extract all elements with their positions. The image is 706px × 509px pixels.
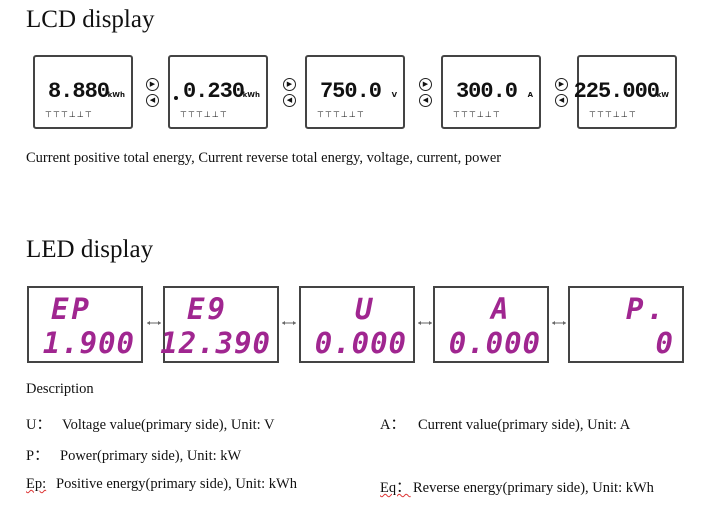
led-value: 0.000 bbox=[448, 326, 541, 360]
back-arrow-icon: ◀ bbox=[419, 94, 432, 107]
forward-arrow-icon: ▶ bbox=[555, 78, 568, 91]
forward-arrow-icon: ▶ bbox=[419, 78, 432, 91]
led-label: E9 bbox=[187, 292, 228, 326]
forward-arrow-icon: ▶ bbox=[283, 78, 296, 91]
lcd-indicators: ⊤⊤⊤⊥⊥⊤ bbox=[180, 110, 228, 119]
lcd-indicators: ⊤⊤⊤⊥⊥⊤ bbox=[317, 110, 365, 119]
lcd-unit: kWh bbox=[107, 91, 125, 99]
connector-arrow-icon bbox=[281, 320, 297, 326]
description-text: Voltage value(primary side), Unit: V bbox=[62, 417, 275, 433]
lcd-unit: kW bbox=[656, 91, 669, 99]
lcd-nav-buttons: ▶ ◀ bbox=[555, 78, 569, 110]
description-text: Reverse energy(primary side), Unit: kWh bbox=[413, 480, 654, 496]
led-panel-voltage: U 0.000 bbox=[299, 286, 415, 363]
led-section-title: LED display bbox=[26, 236, 154, 263]
back-arrow-icon: ◀ bbox=[555, 94, 568, 107]
back-arrow-icon: ◀ bbox=[146, 94, 159, 107]
lcd-value: 300.0 bbox=[455, 79, 518, 104]
description-positive-energy: Ep: Positive energy(primary side), Unit: … bbox=[26, 476, 297, 493]
led-panel-positive-energy: EP 1.900 bbox=[27, 286, 143, 363]
description-symbol: Ep: bbox=[26, 476, 47, 492]
lcd-unit: A bbox=[527, 91, 533, 99]
lcd-panel-positive-energy: 8.880 kWh ⊤⊤⊤⊥⊥⊤ bbox=[33, 55, 133, 129]
lcd-panel-current: 300.0 A ⊤⊤⊤⊥⊥⊤ bbox=[441, 55, 541, 129]
lcd-indicators: ⊤⊤⊤⊥⊥⊤ bbox=[45, 110, 93, 119]
lcd-nav-buttons: ▶ ◀ bbox=[419, 78, 433, 110]
lcd-value: 0.230 bbox=[182, 79, 245, 104]
lcd-indicators: ⊤⊤⊤⊥⊥⊤ bbox=[453, 110, 501, 119]
description-title: Description bbox=[26, 381, 94, 397]
led-value: 0 bbox=[655, 326, 674, 360]
led-value: 12.390 bbox=[160, 326, 271, 360]
connector-arrow-icon bbox=[146, 320, 162, 326]
description-text: Power(primary side), Unit: kW bbox=[60, 448, 242, 464]
forward-arrow-icon: ▶ bbox=[146, 78, 159, 91]
led-label: A bbox=[491, 292, 512, 326]
description-symbol: U： bbox=[26, 417, 51, 433]
led-panel-reverse-energy: E9 12.390 bbox=[160, 286, 279, 363]
led-value: 0.000 bbox=[314, 326, 407, 360]
lcd-unit: V bbox=[391, 91, 397, 99]
description-current: A： Current value(primary side), Unit: A bbox=[380, 413, 630, 434]
connector-arrow-icon bbox=[417, 320, 433, 326]
lcd-panel-reverse-energy: 0.230 kWh ⊤⊤⊤⊥⊥⊤ bbox=[168, 55, 268, 129]
lcd-indicators: ⊤⊤⊤⊥⊥⊤ bbox=[589, 110, 637, 119]
description-symbol: Eq： bbox=[380, 480, 411, 496]
led-panel-power: P. 0 bbox=[568, 286, 684, 363]
back-arrow-icon: ◀ bbox=[283, 94, 296, 107]
description-text: Positive energy(primary side), Unit: kWh bbox=[56, 476, 297, 492]
led-label: EP bbox=[51, 292, 92, 326]
description-text: Current value(primary side), Unit: A bbox=[418, 417, 631, 433]
led-label: U bbox=[355, 292, 376, 326]
connector-arrow-icon bbox=[551, 320, 567, 326]
description-symbol: A： bbox=[380, 417, 405, 433]
led-panel-current: A 0.000 bbox=[433, 286, 549, 363]
lcd-panel-voltage: 750.0 V ⊤⊤⊤⊥⊥⊤ bbox=[305, 55, 405, 129]
description-voltage: U： Voltage value(primary side), Unit: V bbox=[26, 413, 275, 434]
led-label: P. bbox=[626, 292, 667, 326]
lcd-nav-buttons: ▶ ◀ bbox=[283, 78, 297, 110]
lcd-value: 750.0 bbox=[319, 79, 382, 104]
lcd-unit: kWh bbox=[242, 91, 260, 99]
lcd-dot bbox=[174, 96, 178, 100]
description-symbol: P： bbox=[26, 448, 49, 464]
description-reverse-energy: Eq：Reverse energy(primary side), Unit: k… bbox=[380, 476, 654, 497]
led-value: 1.900 bbox=[42, 326, 135, 360]
lcd-value: 8.880 bbox=[47, 79, 110, 104]
lcd-value: 225.000 bbox=[573, 79, 660, 104]
lcd-panel-power: 225.000 kW ⊤⊤⊤⊥⊥⊤ bbox=[573, 55, 677, 129]
lcd-section-title: LCD display bbox=[26, 6, 155, 33]
lcd-nav-buttons: ▶ ◀ bbox=[146, 78, 160, 110]
lcd-caption: Current positive total energy, Current r… bbox=[26, 150, 502, 166]
description-power: P： Power(primary side), Unit: kW bbox=[26, 444, 241, 465]
